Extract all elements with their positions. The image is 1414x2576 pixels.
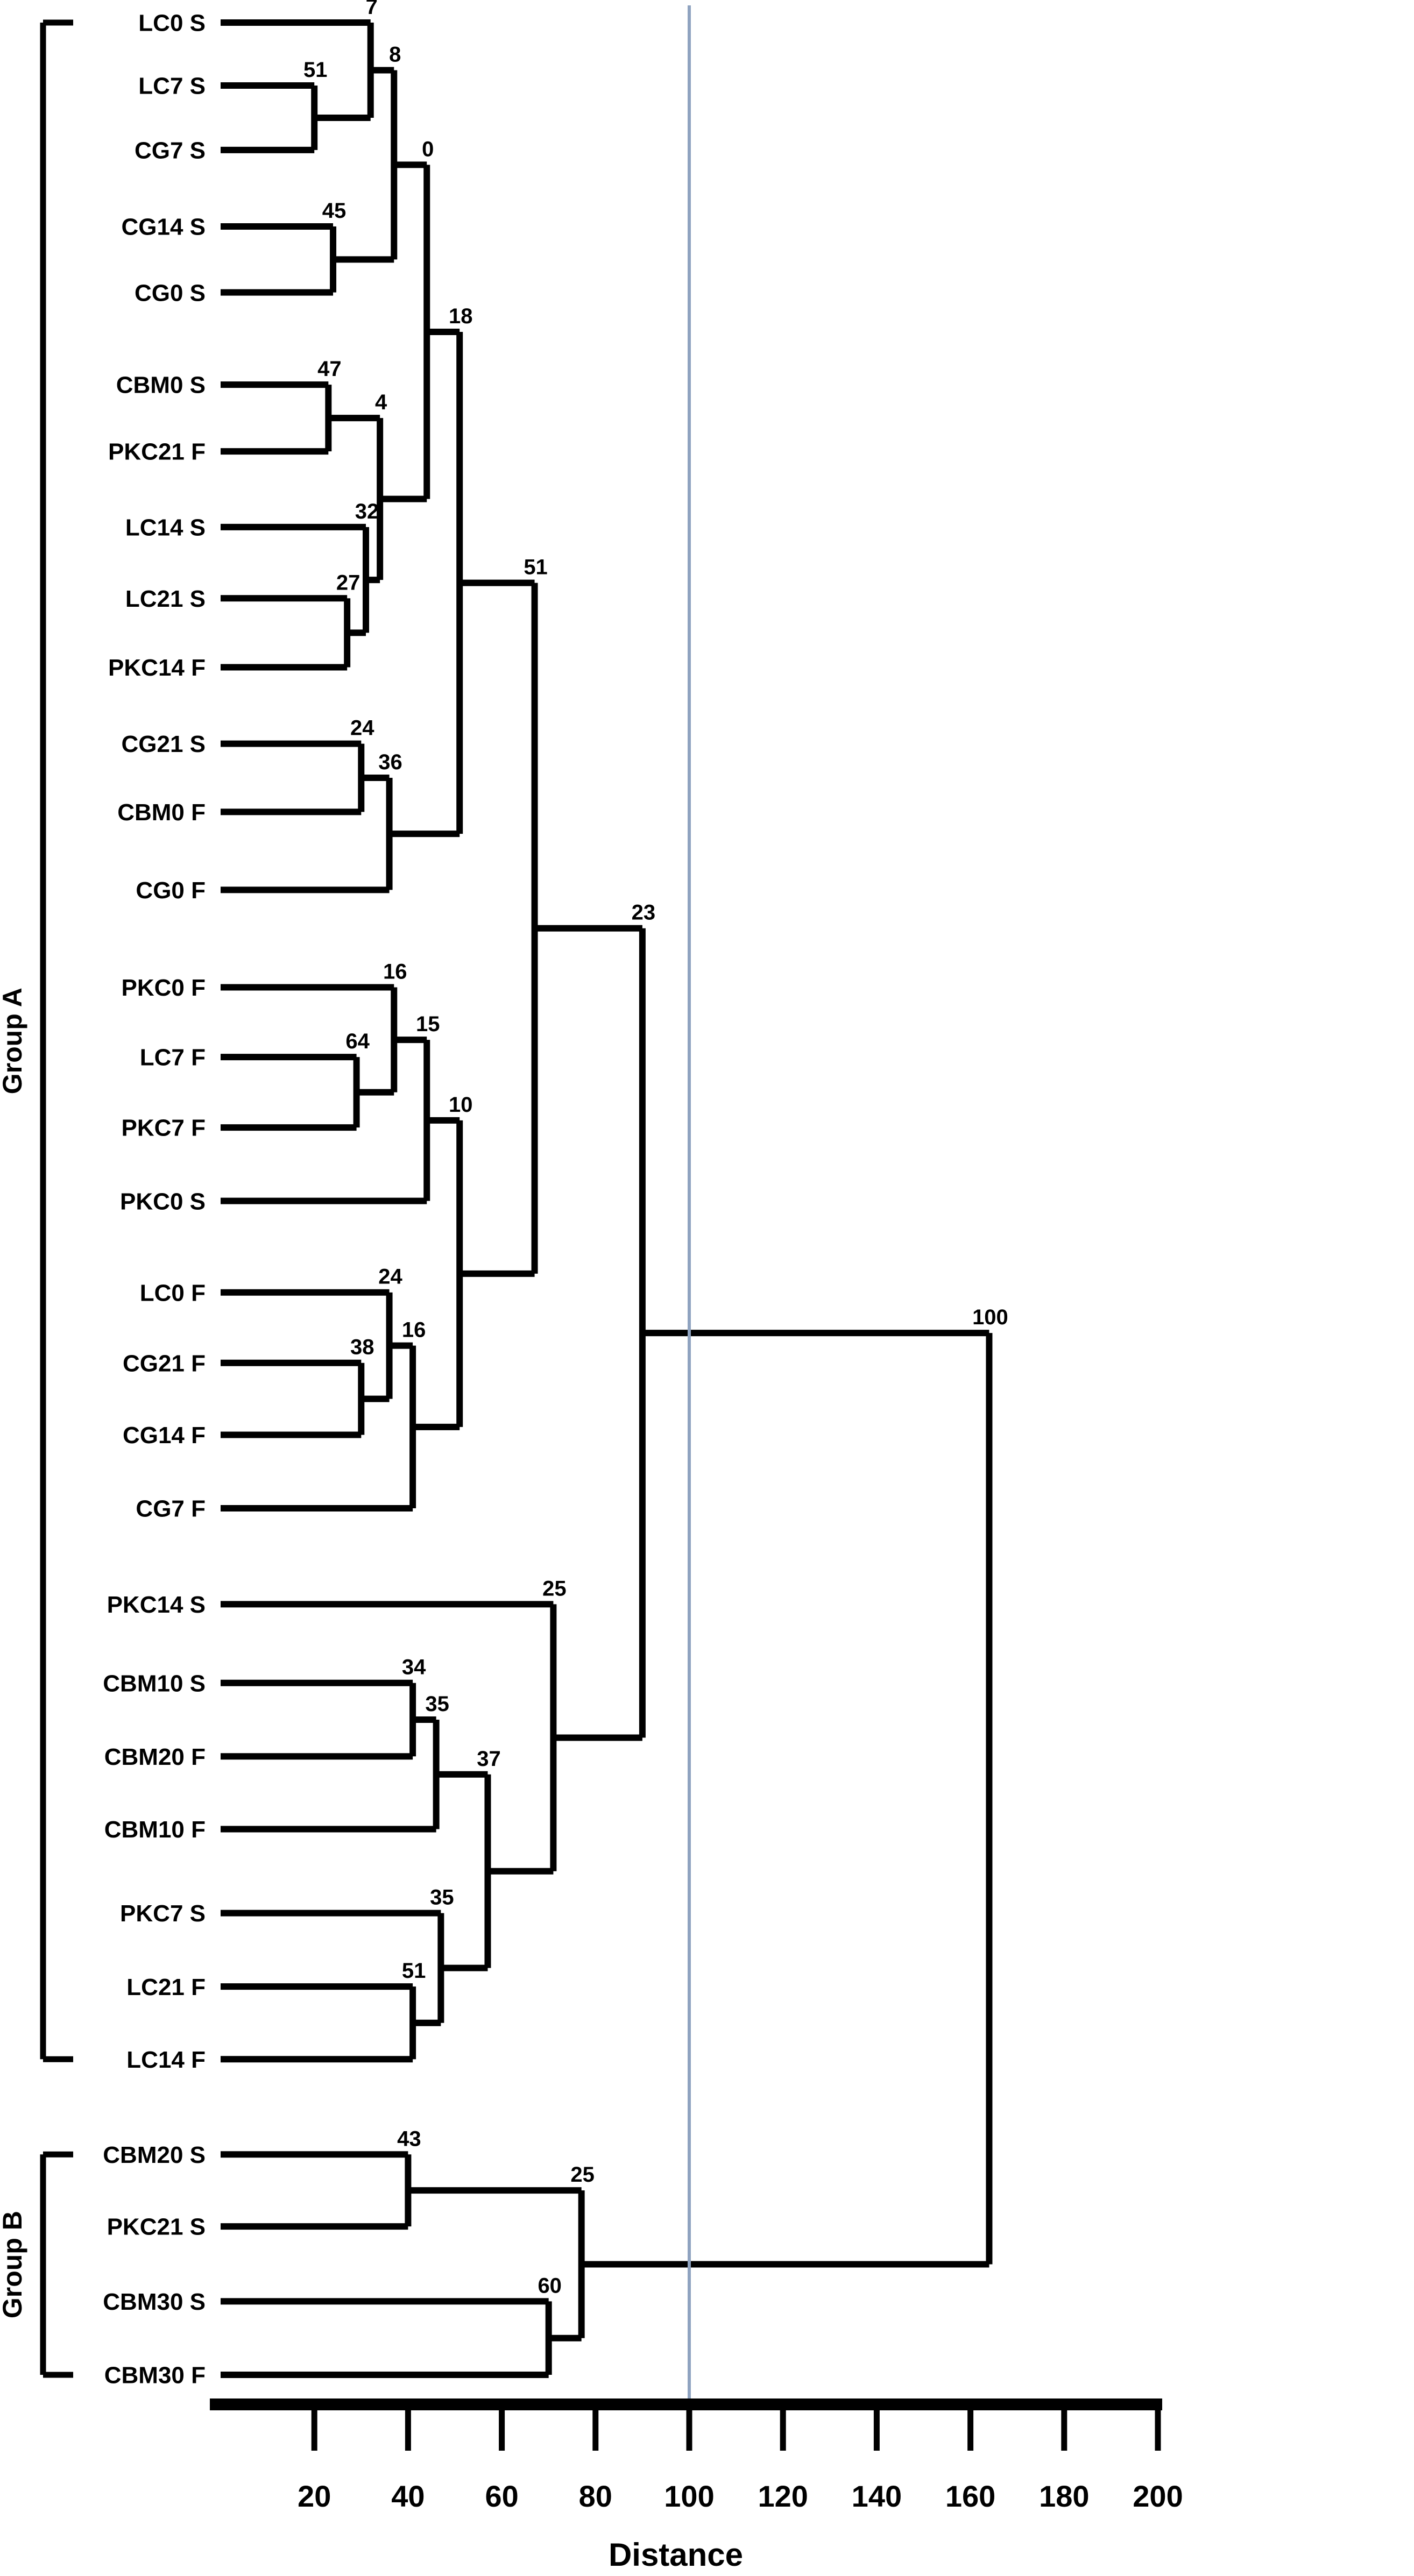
node-bootstrap-label: 16: [402, 1318, 426, 1342]
leaf-label: CG21 S: [121, 731, 206, 757]
node-bootstrap-label: 0: [422, 137, 434, 161]
node-bootstrap-label: 64: [345, 1030, 370, 1053]
leaf-label: CBM30 S: [103, 2289, 206, 2315]
node-bootstrap-label: 34: [402, 1656, 426, 1679]
node-bootstrap-label: 43: [397, 2127, 421, 2151]
node-bootstrap-label: 51: [402, 1959, 426, 1983]
leaf-label: LC7 F: [140, 1045, 206, 1071]
leaf-label: LC21 F: [126, 1974, 206, 2000]
x-axis-tick-label: 140: [852, 2479, 902, 2513]
leaf-label: LC7 S: [138, 73, 206, 100]
node-bootstrap-label: 51: [524, 556, 548, 579]
node-bootstrap-label: 35: [425, 1692, 449, 1716]
leaf-label: CG21 F: [123, 1350, 206, 1376]
x-axis-tick-label: 100: [664, 2479, 714, 2513]
leaf-label: LC14 F: [126, 2047, 206, 2073]
node-bootstrap-label: 4: [375, 391, 387, 414]
leaf-label: CBM20 F: [104, 1744, 206, 1770]
leaf-label: PKC0 F: [122, 975, 206, 1001]
node-bootstrap-label: 47: [317, 357, 342, 381]
node-bootstrap-label: 60: [538, 2274, 562, 2297]
leaf-label: CBM0 S: [116, 372, 206, 399]
x-axis-tick-label: 20: [298, 2479, 331, 2513]
node-bootstrap-label: 7: [366, 0, 378, 19]
leaf-label: CBM30 F: [104, 2362, 206, 2389]
leaf-label: PKC7 F: [122, 1115, 206, 1141]
leaf-label: CBM0 F: [117, 799, 206, 826]
node-bootstrap-label: 25: [542, 1577, 567, 1600]
node-bootstrap-label: 45: [322, 199, 347, 223]
leaf-label: LC0 F: [140, 1280, 206, 1306]
node-bootstrap-label: 8: [389, 42, 401, 66]
node-bootstrap-label: 100: [972, 1305, 1008, 1329]
leaf-label: CG7 F: [136, 1496, 206, 1522]
leaf-label: PKC21 S: [107, 2214, 206, 2240]
x-axis-tick-label: 200: [1133, 2479, 1183, 2513]
x-axis-tick-label: 60: [485, 2479, 518, 2513]
leaf-label: CG0 F: [136, 877, 206, 904]
leaf-label: PKC14 F: [108, 655, 206, 681]
leaf-label: LC0 S: [138, 10, 206, 37]
node-bootstrap-label: 24: [350, 716, 374, 740]
x-axis-tick-label: 120: [758, 2479, 808, 2513]
x-axis-tick-label: 180: [1039, 2479, 1089, 2513]
group-a-label: Group A: [0, 988, 27, 1094]
leaf-label: CBM10 F: [104, 1816, 206, 1843]
node-bootstrap-label: 23: [632, 901, 656, 925]
x-axis-tick-label: 160: [945, 2479, 995, 2513]
x-axis-tick-label: 40: [391, 2479, 425, 2513]
node-bootstrap-label: 38: [350, 1336, 374, 1359]
leaf-label: CG7 S: [135, 138, 206, 164]
node-bootstrap-label: 10: [449, 1093, 473, 1117]
leaf-label: PKC21 F: [108, 439, 206, 465]
leaf-label: PKC14 S: [107, 1592, 206, 1618]
node-bootstrap-label: 18: [449, 304, 473, 328]
node-bootstrap-label: 27: [336, 571, 360, 594]
leaf-label: PKC0 S: [120, 1188, 206, 1215]
x-axis-title: Distance: [609, 2537, 743, 2573]
node-bootstrap-label: 25: [570, 2163, 595, 2187]
leaf-label: PKC7 S: [120, 1900, 206, 1927]
node-bootstrap-label: 51: [303, 58, 328, 82]
leaf-label: LC14 S: [125, 514, 206, 541]
leaf-label: CG14 S: [121, 214, 206, 240]
node-bootstrap-label: 36: [378, 750, 402, 774]
leaf-label: CG0 S: [135, 280, 206, 306]
node-bootstrap-label: 24: [378, 1265, 402, 1289]
group-b-label: Group B: [0, 2211, 27, 2318]
node-bootstrap-label: 37: [477, 1747, 501, 1771]
leaf-label: CG14 F: [123, 1422, 206, 1449]
node-bootstrap-label: 15: [416, 1012, 440, 1036]
leaf-label: CBM20 S: [103, 2142, 206, 2168]
leaf-label: CBM10 S: [103, 1670, 206, 1697]
node-bootstrap-label: 32: [355, 500, 379, 523]
node-bootstrap-label: 16: [383, 960, 407, 984]
leaf-label: LC21 S: [125, 586, 206, 612]
node-bootstrap-label: 35: [430, 1886, 454, 1910]
x-axis-tick-label: 80: [579, 2479, 612, 2513]
